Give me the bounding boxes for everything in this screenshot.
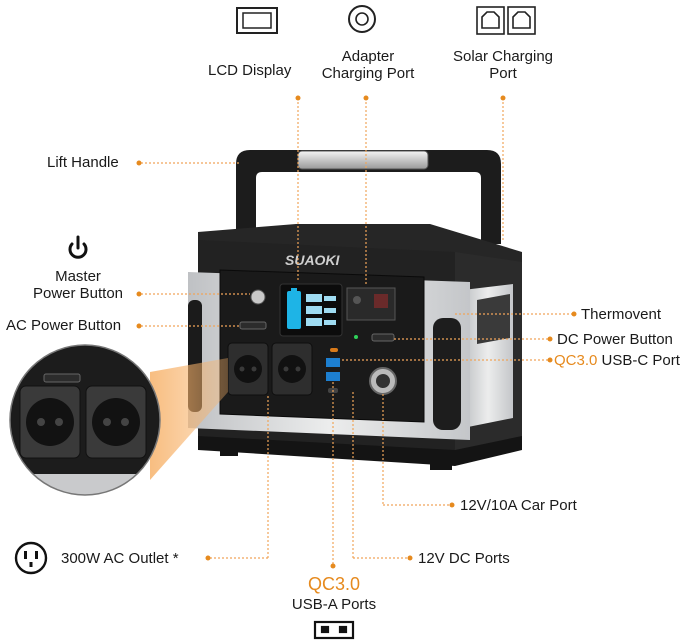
label-solar-port: Solar Charging Port (452, 48, 554, 82)
ac-outlet-icon (14, 541, 48, 575)
label-master-power: Master Power Button (32, 268, 124, 302)
qc-usb-c-prefix: QC3.0 (554, 352, 598, 369)
label-ac-power-button: AC Power Button (6, 317, 122, 334)
power-icon (68, 235, 88, 259)
label-adapter-port: Adapter Charging Port (321, 48, 415, 82)
zoom-beam (150, 358, 228, 480)
thermovent-grille (477, 294, 510, 344)
label-car-port: 12V/10A Car Port (460, 497, 577, 514)
brand-logo: SUAOKI (285, 252, 341, 268)
usb-a-icon (313, 620, 355, 640)
usb-c-port-text: USB-C Port (601, 352, 680, 369)
label-ac-outlet: 300W AC Outlet * (61, 550, 179, 567)
label-thermovent: Thermovent (581, 306, 662, 323)
outlet-zoom-inset (9, 344, 161, 496)
leader-lines (141, 98, 572, 566)
label-dc-power-button: DC Power Button (557, 331, 673, 348)
label-usb-a-ports: USB-A Ports (291, 596, 377, 613)
power-station-device: SUAOKI (188, 150, 522, 470)
solar-port-icon (476, 6, 536, 35)
label-dc-ports: 12V DC Ports (418, 550, 510, 567)
label-lift-handle: Lift Handle (47, 154, 119, 171)
adapter-port-icon (348, 5, 376, 33)
leader-dots (136, 95, 577, 569)
label-lcd-display: LCD Display (208, 62, 292, 79)
lcd-display-icon (236, 7, 278, 34)
qc-usb-a-prefix: QC3.0 (307, 574, 361, 594)
label-usb-c-port: QC3.0 USB-C Port (554, 352, 680, 369)
